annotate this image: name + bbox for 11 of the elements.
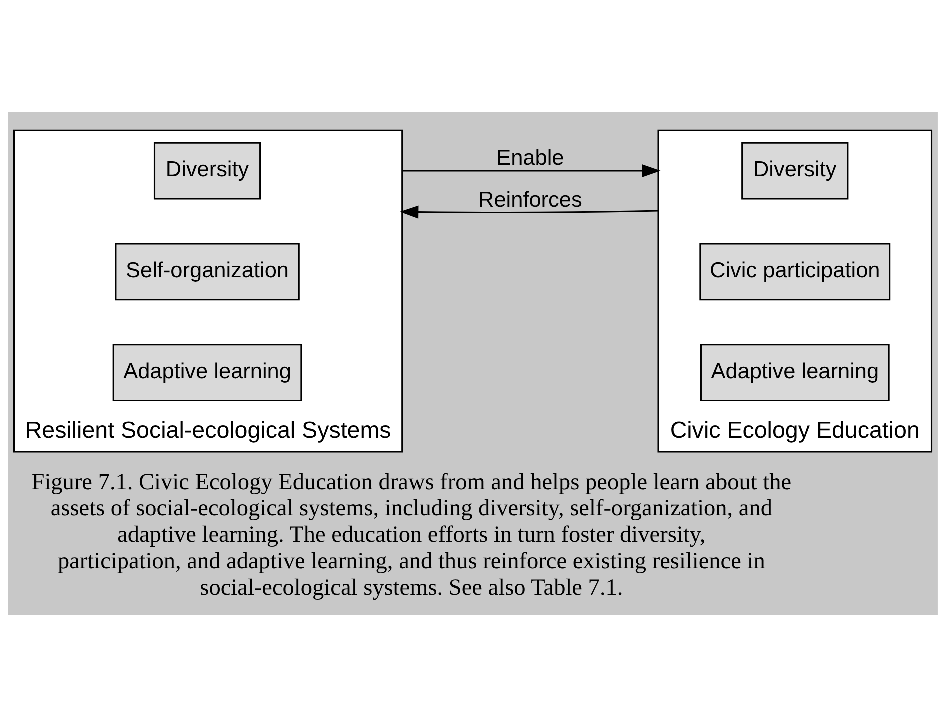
caption: Figure 7.1. Civic Ecology Education draws from and helps people learn about the assets of social-ecological systems, including diversity, self-organization, and adaptive learning. The education efforts in turn foster diversity, participation, and adaptive learning, and thus reinforce existing resilience in social-ecological systems. See also Table 7.1. <box>32 469 792 601</box>
node-box: Diversity <box>742 142 849 200</box>
node-box: Self-organization <box>115 243 300 301</box>
edge-label: Reinforces <box>478 187 582 212</box>
edge-label: Enable <box>496 145 564 170</box>
node-box: Civic participation <box>700 243 891 301</box>
node-box: Adaptive learning <box>700 344 890 402</box>
arrow <box>400 206 659 219</box>
arrow <box>402 164 661 178</box>
node-box: Adaptive learning <box>112 344 302 402</box>
node-box: Diversity <box>154 142 262 200</box>
